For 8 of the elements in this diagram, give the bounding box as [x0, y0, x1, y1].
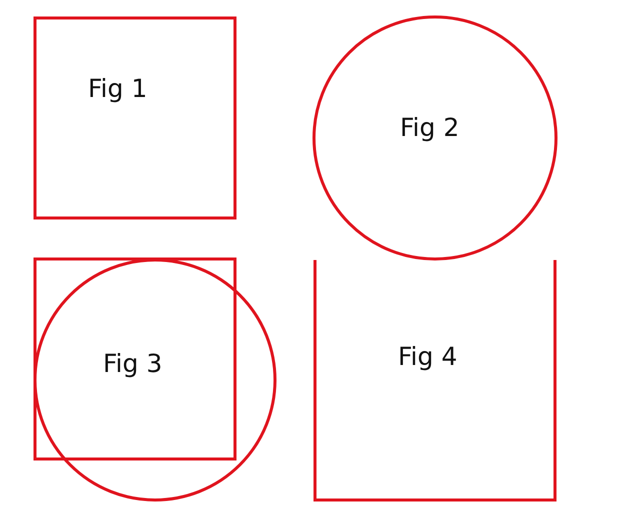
figure-label: Fig 4 — [398, 342, 458, 371]
figure-label: Fig 1 — [88, 74, 148, 103]
square-outline — [33, 16, 237, 220]
figure-label: Fig 2 — [400, 113, 460, 142]
square-and-circle-outline — [33, 257, 277, 502]
circle-outline — [312, 15, 558, 261]
figure-label: Fig 3 — [103, 349, 162, 378]
open-top-box-outline — [313, 258, 558, 502]
